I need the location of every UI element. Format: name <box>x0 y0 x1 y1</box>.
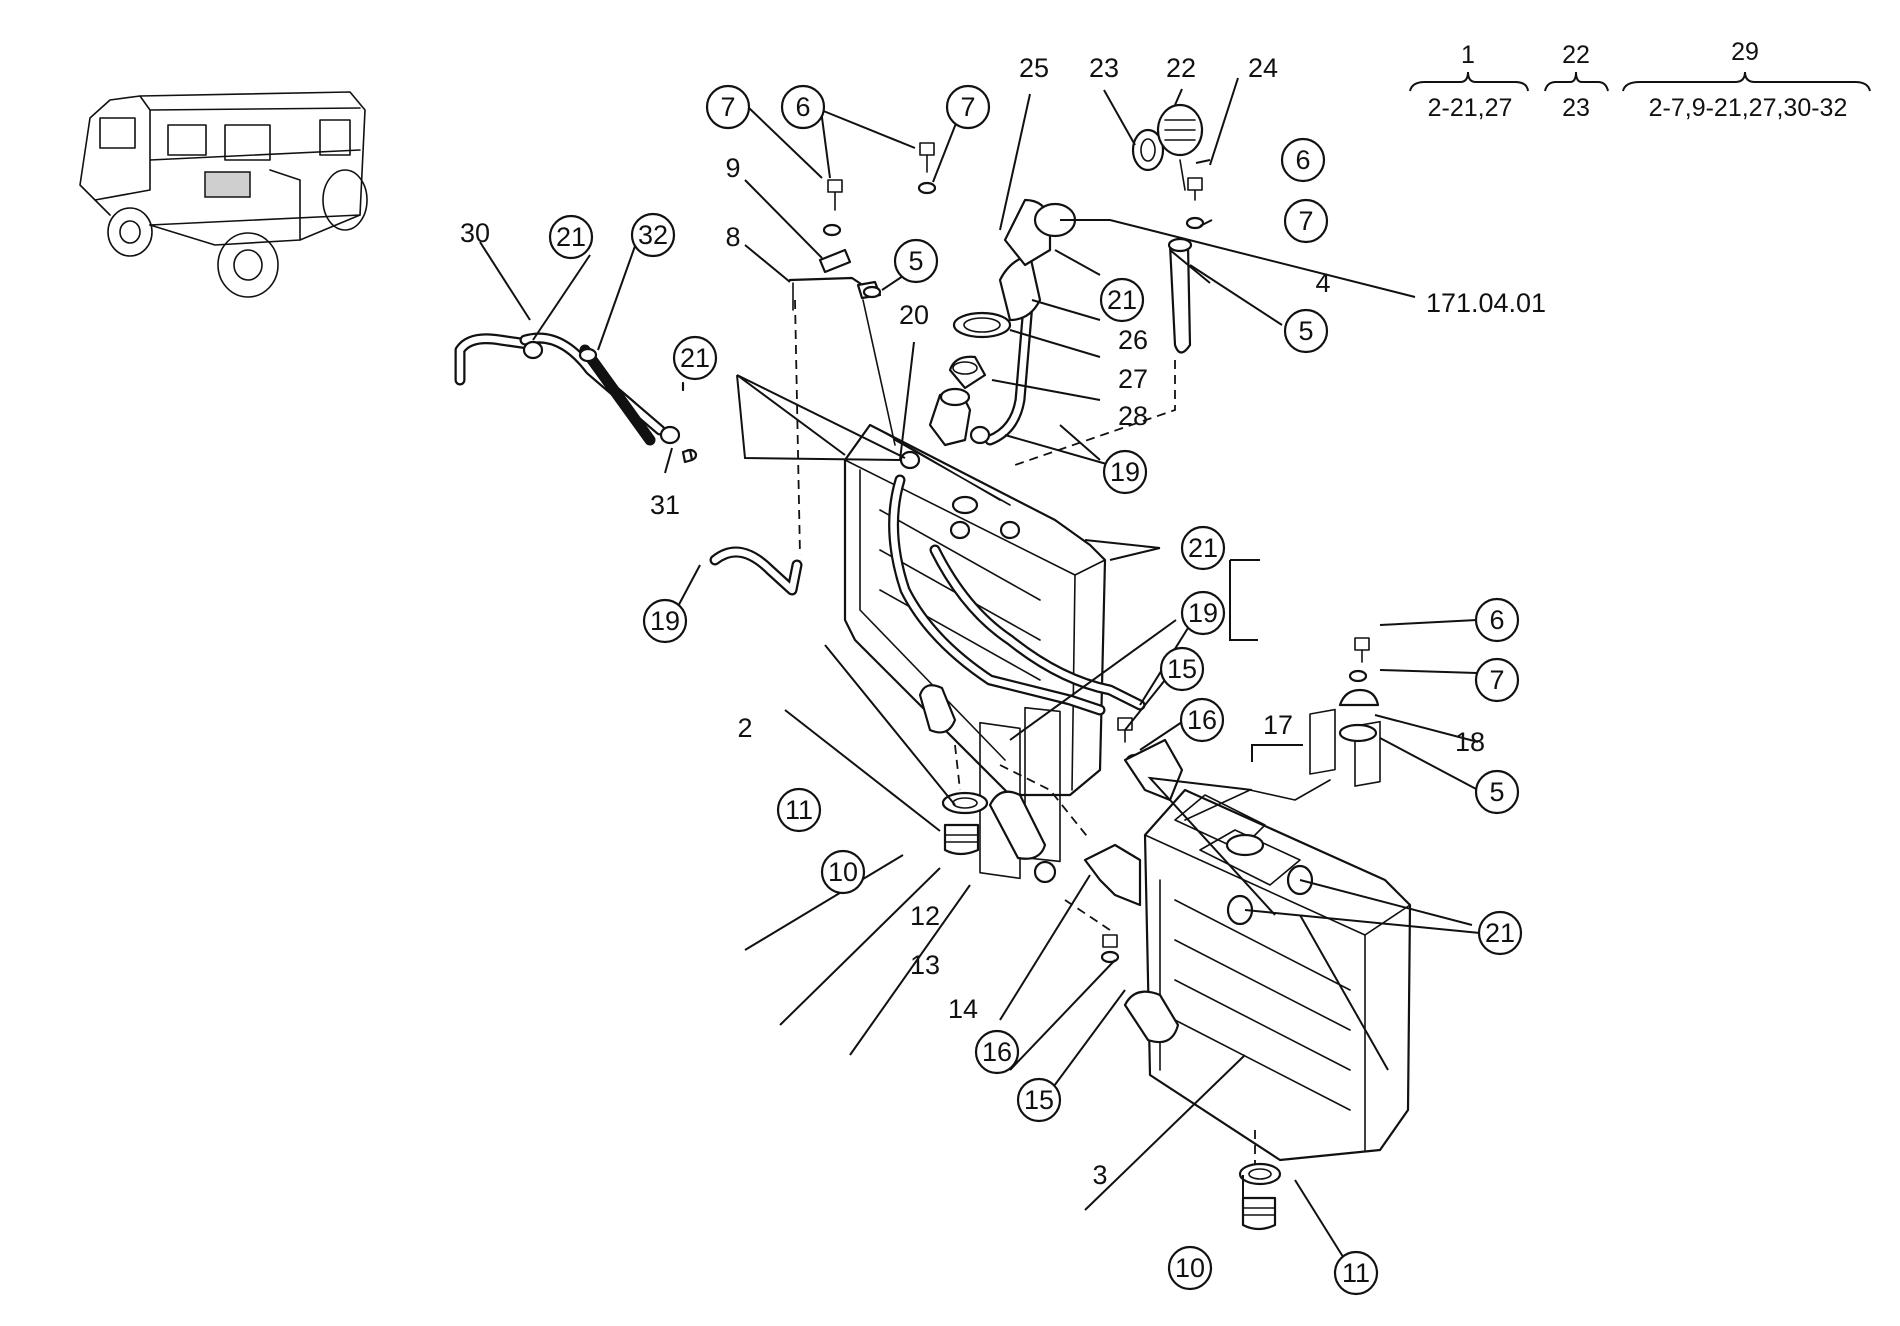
svg-text:21: 21 <box>680 343 710 373</box>
svg-text:19: 19 <box>650 606 680 636</box>
svg-text:7: 7 <box>720 92 735 122</box>
callout-11-b: 11 <box>1333 1250 1379 1296</box>
svg-text:5: 5 <box>908 246 923 276</box>
callout-5-c: 5 <box>1474 769 1520 815</box>
callout-16-b: 16 <box>974 1029 1020 1075</box>
legend-top-1: 1 <box>1461 41 1475 69</box>
assembly-lines <box>794 299 1256 1165</box>
svg-text:7: 7 <box>1489 665 1504 695</box>
callout-21-a: 21 <box>548 214 594 260</box>
legend-bottom-2: 23 <box>1562 94 1590 122</box>
legend-group-2: 22 23 <box>1544 41 1609 122</box>
svg-text:21: 21 <box>1485 918 1515 948</box>
svg-text:21: 21 <box>556 222 586 252</box>
legend-group-1: 1 2-21,27 <box>1409 41 1529 122</box>
callout-19-a: 19 <box>642 598 688 644</box>
svg-text:6: 6 <box>795 92 810 122</box>
callout-6-a: 6 <box>780 84 826 130</box>
callout-6-b: 6 <box>1280 137 1326 183</box>
callout-15-b: 15 <box>1016 1077 1062 1123</box>
svg-text:19: 19 <box>1188 598 1218 628</box>
callout-18: 18 <box>1455 727 1485 757</box>
callout-20: 20 <box>899 300 929 330</box>
callout-7-b: 7 <box>945 84 991 130</box>
svg-text:7: 7 <box>1298 206 1313 236</box>
svg-text:6: 6 <box>1489 605 1504 635</box>
callout-10-b: 10 <box>1167 1245 1213 1291</box>
callout-31: 31 <box>650 490 680 520</box>
callout-4: 4 <box>1315 268 1330 298</box>
callout-6-c: 6 <box>1474 597 1520 643</box>
legend-bottom-1: 2-21,27 <box>1428 94 1513 122</box>
callout-16-a: 16 <box>1179 697 1225 743</box>
callout-10-a: 10 <box>820 849 866 895</box>
callout-13: 13 <box>910 950 940 980</box>
callout-8: 8 <box>725 222 740 252</box>
callout-19-b: 19 <box>1102 449 1148 495</box>
svg-text:16: 16 <box>982 1037 1012 1067</box>
svg-text:6: 6 <box>1295 145 1310 175</box>
callout-7-c: 7 <box>1283 198 1329 244</box>
callout-12: 12 <box>910 901 940 931</box>
svg-text:16: 16 <box>1187 705 1217 735</box>
circled-callouts: 7 6 7 21 32 5 21 19 6 7 21 5 19 21 19 15… <box>548 84 1523 1296</box>
callout-25: 25 <box>1019 53 1049 83</box>
legend-bottom-3: 2-7,9-21,27,30-32 <box>1649 94 1848 122</box>
callout-2: 2 <box>737 713 752 743</box>
legend-top-3: 29 <box>1731 38 1759 66</box>
callout-9: 9 <box>725 153 740 183</box>
svg-text:15: 15 <box>1024 1085 1054 1115</box>
svg-text:11: 11 <box>785 795 813 825</box>
svg-text:19: 19 <box>1110 457 1140 487</box>
svg-text:7: 7 <box>960 92 975 122</box>
hardware <box>522 103 1380 1231</box>
callout-30: 30 <box>460 218 490 248</box>
callout-14: 14 <box>948 994 978 1024</box>
callout-17: 17 <box>1263 710 1293 740</box>
callout-7-d: 7 <box>1474 657 1520 703</box>
svg-text:10: 10 <box>1175 1253 1205 1283</box>
callout-11-a: 11 <box>776 787 822 833</box>
svg-text:21: 21 <box>1188 533 1218 563</box>
callout-3: 3 <box>1092 1160 1107 1190</box>
callout-7-a: 7 <box>705 84 751 130</box>
callout-171-04-01: 171.04.01 <box>1426 288 1546 318</box>
callout-5-b: 5 <box>1283 308 1329 354</box>
svg-text:5: 5 <box>1298 316 1313 346</box>
callout-23: 23 <box>1089 53 1119 83</box>
callout-27: 27 <box>1118 364 1148 394</box>
callout-21-d: 21 <box>1180 525 1226 571</box>
svg-text:15: 15 <box>1167 654 1197 684</box>
svg-text:21: 21 <box>1107 285 1137 315</box>
callout-22: 22 <box>1166 53 1196 83</box>
callout-26: 26 <box>1118 325 1148 355</box>
callout-15-a: 15 <box>1159 646 1205 692</box>
svg-text:5: 5 <box>1489 777 1504 807</box>
plain-callouts: 9 8 30 20 31 25 23 22 24 4 171.04.01 26 … <box>460 53 1546 1190</box>
svg-text:32: 32 <box>638 220 668 250</box>
callout-21-b: 21 <box>672 335 718 381</box>
lower-fuel-tank <box>1123 708 1412 1162</box>
callout-32: 32 <box>630 212 676 258</box>
callout-19-c: 19 <box>1180 590 1226 636</box>
legend-top-2: 22 <box>1562 41 1590 69</box>
callout-5-a: 5 <box>893 238 939 284</box>
svg-text:10: 10 <box>828 857 858 887</box>
callout-28: 28 <box>1118 401 1148 431</box>
vehicle-thumbnail <box>79 91 368 298</box>
legend-group-3: 29 2-7,9-21,27,30-32 <box>1622 38 1871 122</box>
svg-text:11: 11 <box>1342 1258 1370 1288</box>
callout-21-e: 21 <box>1477 910 1523 956</box>
callout-21-c: 21 <box>1099 277 1145 323</box>
callout-24: 24 <box>1248 53 1278 83</box>
